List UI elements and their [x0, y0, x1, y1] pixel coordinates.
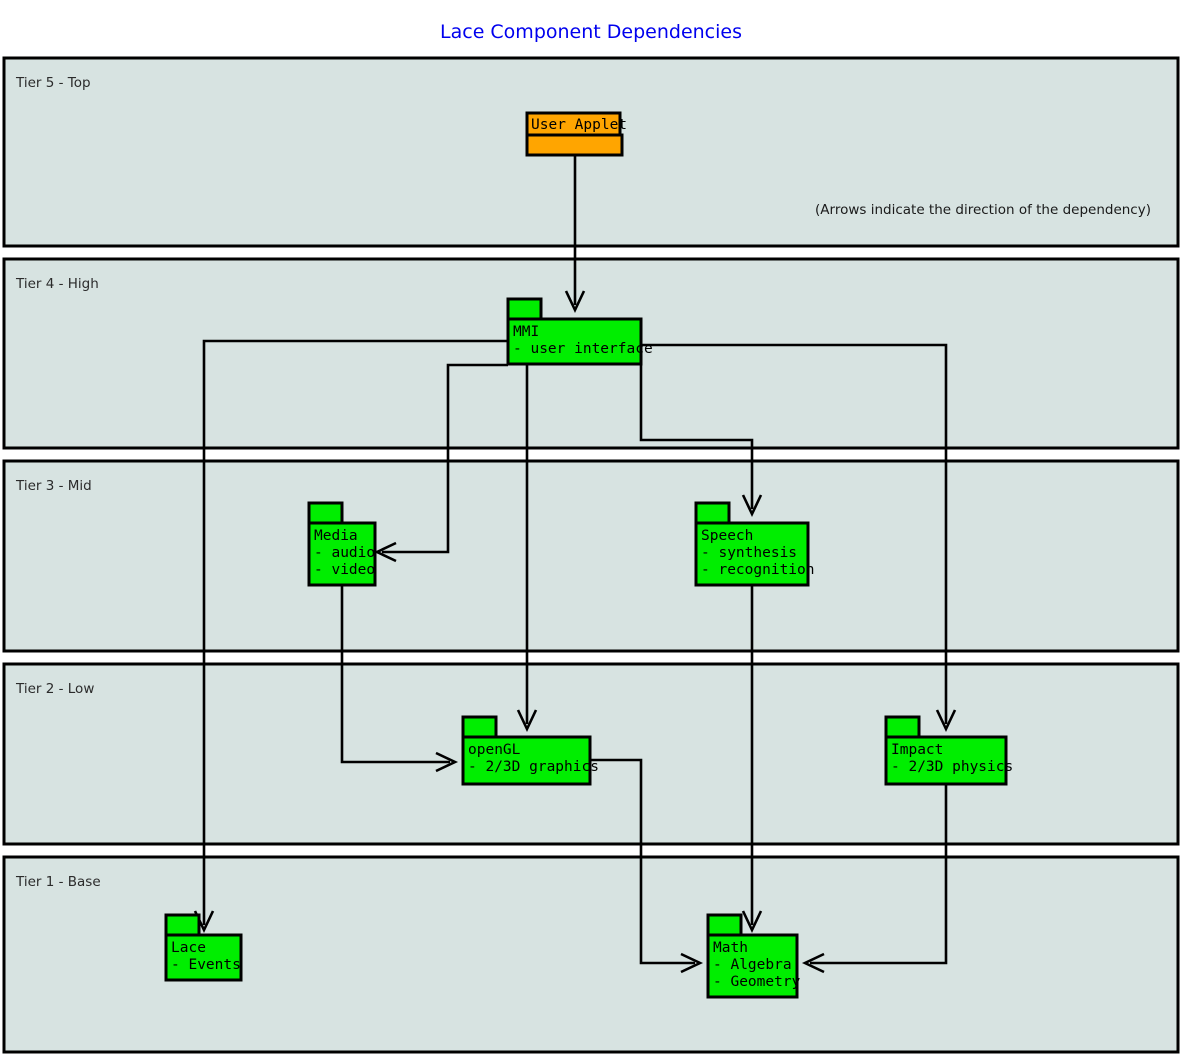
component-tab	[884, 715, 921, 739]
component-tab	[164, 913, 201, 937]
component-body	[694, 521, 810, 587]
connector-line	[340, 585, 450, 764]
connector-arrowhead	[516, 709, 538, 733]
component-body	[461, 735, 592, 786]
component-impact[interactable]: Impact- 2/3D physics	[884, 715, 1013, 786]
tier-band-3: Tier 3 - Mid	[2, 459, 1180, 653]
component-tab	[706, 913, 743, 937]
tier-band-rect	[2, 257, 1180, 450]
component-body	[506, 317, 643, 366]
component-tab	[694, 501, 731, 525]
connector-user-applet-to-mmi	[564, 156, 586, 314]
component-tab	[461, 715, 498, 739]
connector-arrowhead	[801, 952, 825, 974]
component-media[interactable]: Media- audio- video	[307, 501, 377, 587]
page-title: Lace Component Dependencies	[440, 21, 742, 43]
component-tab	[506, 297, 543, 321]
component-body	[307, 521, 377, 587]
component-label-line: Speech	[701, 528, 753, 544]
connector-arrowhead	[680, 952, 704, 974]
component-label-line: - synthesis	[701, 545, 797, 561]
connector-mmi-to-impact	[641, 343, 957, 733]
component-speech[interactable]: Speech- synthesis- recognition	[694, 501, 815, 587]
component-label-line: - 2/3D physics	[891, 759, 1013, 775]
tier-label: Tier 5 - Top	[15, 75, 91, 91]
component-label-line: - audio	[314, 545, 375, 561]
connector-line	[382, 363, 508, 554]
component-body	[706, 933, 799, 999]
connector-impact-to-math	[801, 784, 948, 974]
connector-arrowhead	[373, 541, 397, 563]
connector-line	[810, 784, 948, 965]
connector-group	[193, 156, 957, 974]
component-label-line: Math	[713, 940, 748, 956]
connector-arrowhead	[564, 290, 586, 314]
connector-line	[590, 758, 695, 965]
connector-arrowhead	[741, 494, 763, 518]
connector-media-to-opengl	[340, 585, 459, 773]
component-user-applet[interactable]: User Applet	[525, 111, 627, 157]
tier-label: Tier 1 - Base	[15, 874, 101, 890]
tier-band-rect	[2, 459, 1180, 653]
component-opengl[interactable]: openGL- 2/3D graphics	[461, 715, 599, 786]
component-label-line: Lace	[171, 940, 206, 956]
component-label-line: MMI	[513, 324, 539, 340]
connector-line	[641, 343, 948, 724]
component-body	[884, 735, 1008, 786]
component-label-line: Impact	[891, 742, 943, 758]
component-label-line: openGL	[468, 742, 521, 758]
connector-arrowhead	[741, 910, 763, 934]
component-label-line: - Algebra	[713, 957, 792, 973]
component-label-line: - video	[314, 562, 375, 578]
connector-line	[639, 341, 754, 509]
connector-line	[202, 339, 508, 925]
connector-speech-to-math	[741, 585, 763, 934]
connector-opengl-to-math	[590, 758, 704, 974]
component-label-line: - Geometry	[713, 974, 801, 990]
component-tab	[307, 501, 344, 525]
component-math[interactable]: Math- Algebra- Geometry	[706, 913, 801, 999]
tier-label: Tier 4 - High	[15, 276, 99, 292]
component-label-line: - recognition	[701, 562, 815, 578]
component-label-line: - user interface	[513, 341, 653, 357]
connector-mmi-to-media	[373, 363, 508, 563]
connector-mmi-to-opengl	[516, 365, 538, 733]
component-label-line: - 2/3D graphics	[468, 759, 599, 775]
note-layer: (Arrows indicate the direction of the de…	[815, 202, 1151, 218]
tier-band-2: Tier 4 - High	[2, 257, 1180, 450]
component-label-line: - Events	[171, 957, 241, 973]
component-label-line: User Applet	[531, 117, 627, 133]
connector-mmi-to-speech	[639, 341, 763, 518]
tier-label: Tier 3 - Mid	[15, 478, 92, 494]
component-body	[164, 933, 243, 982]
component-mmi[interactable]: MMI- user interface	[506, 297, 653, 366]
tier-label: Tier 2 - Low	[15, 681, 94, 697]
component-label-line: Media	[314, 528, 358, 544]
connector-arrowhead	[935, 709, 957, 733]
arrow-direction-note: (Arrows indicate the direction of the de…	[815, 202, 1151, 218]
component-lace[interactable]: Lace- Events	[164, 913, 243, 982]
connector-arrowhead	[435, 751, 459, 773]
component-body	[525, 133, 624, 157]
